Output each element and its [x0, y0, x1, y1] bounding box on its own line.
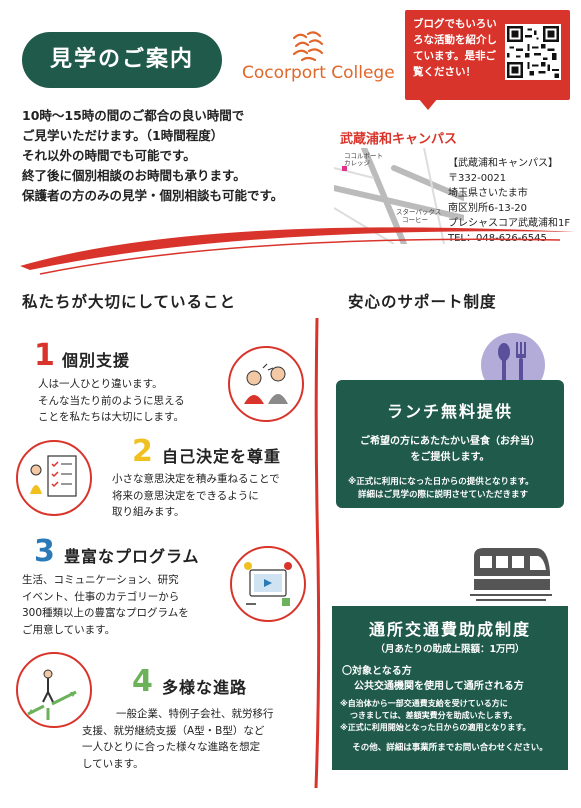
transport-subtitle: （月あたりの助成上限額：1万円） — [375, 644, 525, 655]
address-line: プレシャスコア武蔵浦和1F — [448, 218, 571, 229]
lunch-body: ご希望の方にあたたかい昼食（お弁当） をご提供します。 — [336, 434, 564, 466]
transport-target: 〇対象となる方 公共交通機関を使用して通所される方 — [342, 664, 568, 694]
transport-target-body: 公共交通機関を使用して通所される方 — [354, 681, 524, 692]
lunch-notes: ※正式に利用になった日からの提供となります。 詳細はご見学の際に説明させていただ… — [348, 476, 564, 502]
lunch-card: ランチ無料提供 ご希望の方にあたたかい昼食（お弁当） をご提供します。 ※正式に… — [336, 380, 564, 508]
diverse-paths-icon — [27, 669, 77, 720]
item-title: 豊富なプログラム — [64, 547, 200, 566]
train-icon — [470, 548, 552, 601]
item-body: 一般企業、特例子会社、就労移行 支援、就労継続支援（A型・B型）など 一人ひとり… — [82, 706, 274, 772]
item-body-line: 一般企業、特例子会社、就労移行 — [116, 708, 274, 720]
illustration-circle — [16, 652, 92, 728]
transport-notes: ※自治体から一部交通費支給を受けている方に つきましては、差額実費分を助成いたし… — [340, 698, 568, 734]
transport-card: 通所交通費助成制度 （月あたりの助成上限額：1万円） 〇対象となる方 公共交通機… — [332, 606, 568, 770]
item-body-line: 小さな意思決定を積み重ねることで — [112, 473, 280, 485]
item-body-line: 人は一人ひとり違います。 — [38, 378, 163, 390]
item-body-line: そんな当たり前のように思える — [38, 394, 185, 407]
lunch-body-line: ご希望の方にあたたかい昼食（お弁当） — [360, 436, 540, 447]
campus-title: 武蔵浦和キャンパス — [340, 132, 458, 147]
intro-line: 10時～15時の間のご都合の良い時間で — [22, 108, 245, 123]
cocorport-logo-mark-icon — [292, 31, 324, 62]
item-body-line: 一人ひとりに合った様々な進路を想定 — [82, 741, 261, 753]
item-body-line: イベント、仕事のカテゴリーから — [22, 590, 180, 603]
transport-target-label: 〇対象となる方 — [342, 666, 412, 677]
item-body-line: 取り組みます。 — [112, 506, 185, 518]
intro-line: ご見学いただけます。（1時間程度） — [22, 128, 224, 143]
item-body-line: ご用意しています。 — [22, 623, 116, 636]
checklist-person-icon — [30, 455, 77, 497]
intro-text: 10時～15時の間のご都合の良い時間で ご見学いただけます。（1時間程度） それ… — [22, 106, 332, 206]
intro-line: 終了後に個別相談のお時間も承ります。 — [22, 168, 246, 183]
item-number: 2 — [132, 434, 153, 469]
item-body-line: しています。 — [82, 757, 144, 770]
item-body: 小さな意思決定を積み重ねることで 将来の意思決定をできるように 取り組みます。 — [112, 471, 280, 521]
program-activities-icon — [244, 562, 292, 606]
illustration-circle — [16, 440, 92, 516]
item-title: 個別支援 — [62, 351, 131, 370]
item-body-line: 将来の意思決定をできるように — [112, 489, 259, 502]
page-title: 見学のご案内 — [22, 32, 222, 88]
item-body-line: 300種類以上の豊富なプログラムを — [22, 607, 189, 619]
two-people-talking-icon — [244, 363, 288, 404]
lunch-body-line: をご提供します。 — [410, 452, 490, 463]
campus-address: 【武蔵浦和キャンパス】 〒332-0021 埼玉県さいたま市 南区別所6-13-… — [448, 156, 578, 246]
item-number: 3 — [34, 534, 55, 569]
map-label: スターバックス — [396, 207, 441, 216]
phone-number[interactable]: TEL：048-626-6545 — [448, 233, 547, 244]
transport-note-line: ※自治体から一部交通費支給を受けている方に — [340, 699, 508, 708]
item-title: 自己決定を尊重 — [162, 447, 282, 466]
left-section-heading: 私たちが大切にしていること — [22, 293, 237, 311]
item-number: 1 — [34, 338, 55, 373]
address-line: 【武蔵浦和キャンパス】 — [448, 158, 558, 169]
item-number: 4 — [132, 664, 153, 699]
item-body: 人は一人ひとり違います。 そんな当たり前のように思える ことを私たちは大切にしま… — [38, 376, 185, 426]
item-body: 生活、コミュニケーション、研究 イベント、仕事のカテゴリーから 300種類以上の… — [22, 572, 189, 638]
lunch-title: ランチ無料提供 — [386, 402, 513, 421]
lunch-note-line: 詳細はご見学の際に説明させていただきます — [358, 490, 529, 500]
item-title: 多様な進路 — [162, 678, 248, 697]
address-line: 南区別所6-13-20 — [448, 203, 528, 214]
map-label: コーヒー — [402, 216, 428, 224]
item-body-line: ことを私たちは大切にします。 — [38, 411, 184, 423]
address-line: 埼玉県さいたま市 — [448, 188, 528, 199]
lunch-note-line: ※正式に利用になった日からの提供となります。 — [348, 477, 534, 487]
intro-line: それ以外の時間でも可能です。 — [22, 148, 196, 163]
illustration-circle — [230, 546, 306, 622]
right-section-heading: 安心のサポート制度 — [348, 293, 497, 311]
divider-line — [314, 318, 321, 788]
transport-note-line: ※正式に利用開始となった日からの適用となります。 — [340, 723, 531, 732]
transport-title: 通所交通費助成制度 — [368, 620, 531, 639]
intro-line: 保護者の方のみの見学・個別相談も可能です。 — [22, 188, 284, 203]
transport-footer: その他、詳細は事業所までお問い合わせください。 — [352, 743, 548, 753]
campus-map-marker — [342, 166, 347, 171]
transport-note-line: つきましては、差額実費分を助成いたします。 — [350, 711, 517, 720]
address-line: 〒332-0021 — [448, 173, 507, 184]
blog-callout-tail — [418, 98, 438, 110]
item-body-line: 支援、就労継続支援（A型・B型）など — [82, 724, 265, 737]
illustration-circle — [228, 346, 304, 422]
blog-callout-text: ブログでもいろいろな活動を紹介しています。是非ご覧ください！ — [413, 18, 497, 78]
map-label: ココルポート — [344, 152, 383, 160]
decorative-swoosh — [20, 227, 575, 275]
qr-code-icon[interactable] — [505, 24, 561, 80]
item-body-line: 生活、コミュニケーション、研究 — [22, 574, 179, 586]
map-label: カレッジ — [344, 159, 371, 167]
logo-text: Cocorport College — [242, 63, 395, 83]
